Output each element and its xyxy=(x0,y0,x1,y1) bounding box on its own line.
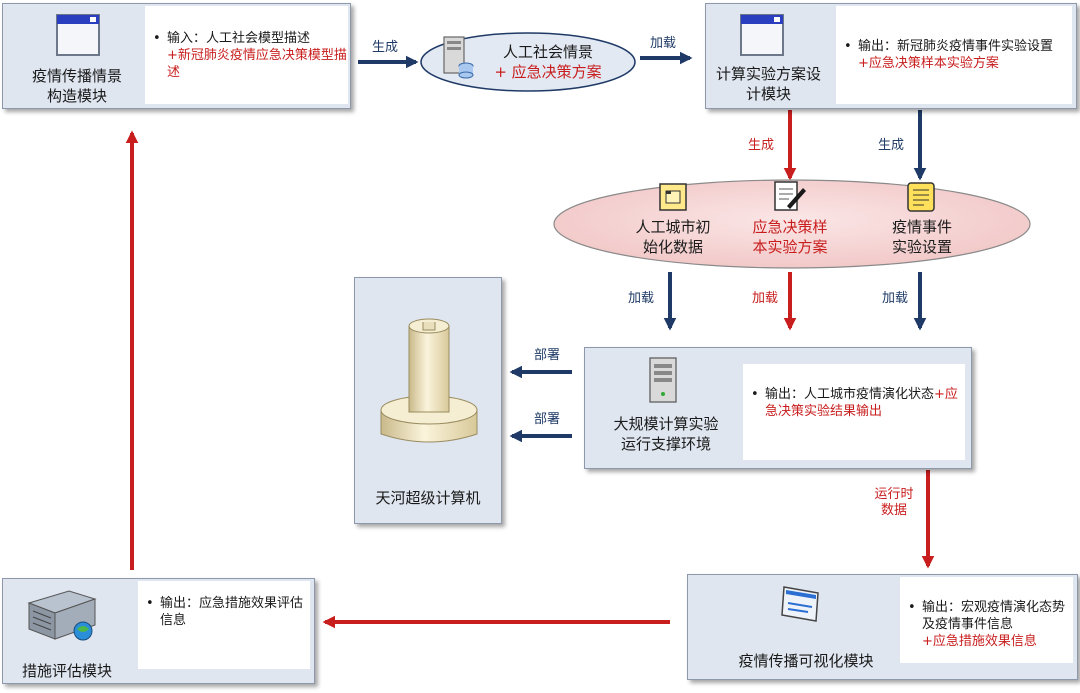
scene-module-note: 输入：人工社会模型描述+新冠肺炎疫情应急决策模型描述 xyxy=(145,6,348,104)
social-scene-label: 人工社会情景+ 应急决策方案 xyxy=(494,43,602,81)
scroll-icon xyxy=(906,181,936,217)
runtime-env-note: 输出：人工城市疫情演化状态+应急决策实验结果输出 xyxy=(743,364,965,460)
social-scene-ellipse xyxy=(420,32,636,92)
data-item-city-init: 人工城市初始化数据 xyxy=(635,218,711,256)
window-icon xyxy=(740,14,784,60)
edge-label-load-b: 加载 xyxy=(751,291,778,306)
edge-label-load-a: 加载 xyxy=(627,291,654,306)
edge-label-runtime-data: 运行时数据 xyxy=(874,487,914,518)
window-icon xyxy=(56,14,100,60)
edge-label-load-1: 加载 xyxy=(649,36,676,51)
data-item-epidemic-setting: 疫情事件实验设置 xyxy=(891,218,952,256)
design-module-title: 计算实验方案设计模块 xyxy=(715,65,821,103)
edge-label-deploy-2: 部署 xyxy=(533,412,560,427)
supercomputer-box: 天河超级计算机 xyxy=(354,277,502,524)
eval-module-note: 输出：应急措施效果评估信息 xyxy=(138,581,310,669)
design-module-note: 输出：新冠肺炎疫情事件实验设置+应急决策样本实验方案 xyxy=(836,6,1072,104)
edge-label-load-c: 加载 xyxy=(881,291,908,306)
chart-monitor-icon xyxy=(778,583,822,629)
module-evaluation: 措施评估模块 输出：应急措施效果评估信息 xyxy=(2,578,315,684)
server-icon xyxy=(644,356,684,410)
eval-module-title: 措施评估模块 xyxy=(21,662,112,680)
edge-label-generate-blue: 生成 xyxy=(877,138,904,153)
server-globe-icon xyxy=(25,585,99,649)
edge-label-generate-red: 生成 xyxy=(747,138,774,153)
runtime-env-title: 大规模计算实验运行支撑环境 xyxy=(613,415,719,453)
server-db-icon xyxy=(442,35,474,83)
document-pen-icon xyxy=(773,180,807,216)
folder-icon xyxy=(659,183,687,215)
supercomputer-label: 天河超级计算机 xyxy=(375,489,481,507)
module-visualization: 疫情传播可视化模块 输出：宏观疫情演化态势及疫情事件信息+应急措施效果信息 xyxy=(687,574,1078,680)
supercomputer-icon xyxy=(377,314,481,458)
edge-label-deploy-1: 部署 xyxy=(533,348,560,363)
visual-module-note: 输出：宏观疫情演化态势及疫情事件信息+应急措施效果信息 xyxy=(900,577,1073,663)
scene-module-title: 疫情传播情景构造模块 xyxy=(31,67,122,105)
data-item-decision-plan: 应急决策样本实验方案 xyxy=(752,218,828,256)
edge-label-generate-1: 生成 xyxy=(371,40,398,55)
visual-module-title: 疫情传播可视化模块 xyxy=(738,652,874,670)
